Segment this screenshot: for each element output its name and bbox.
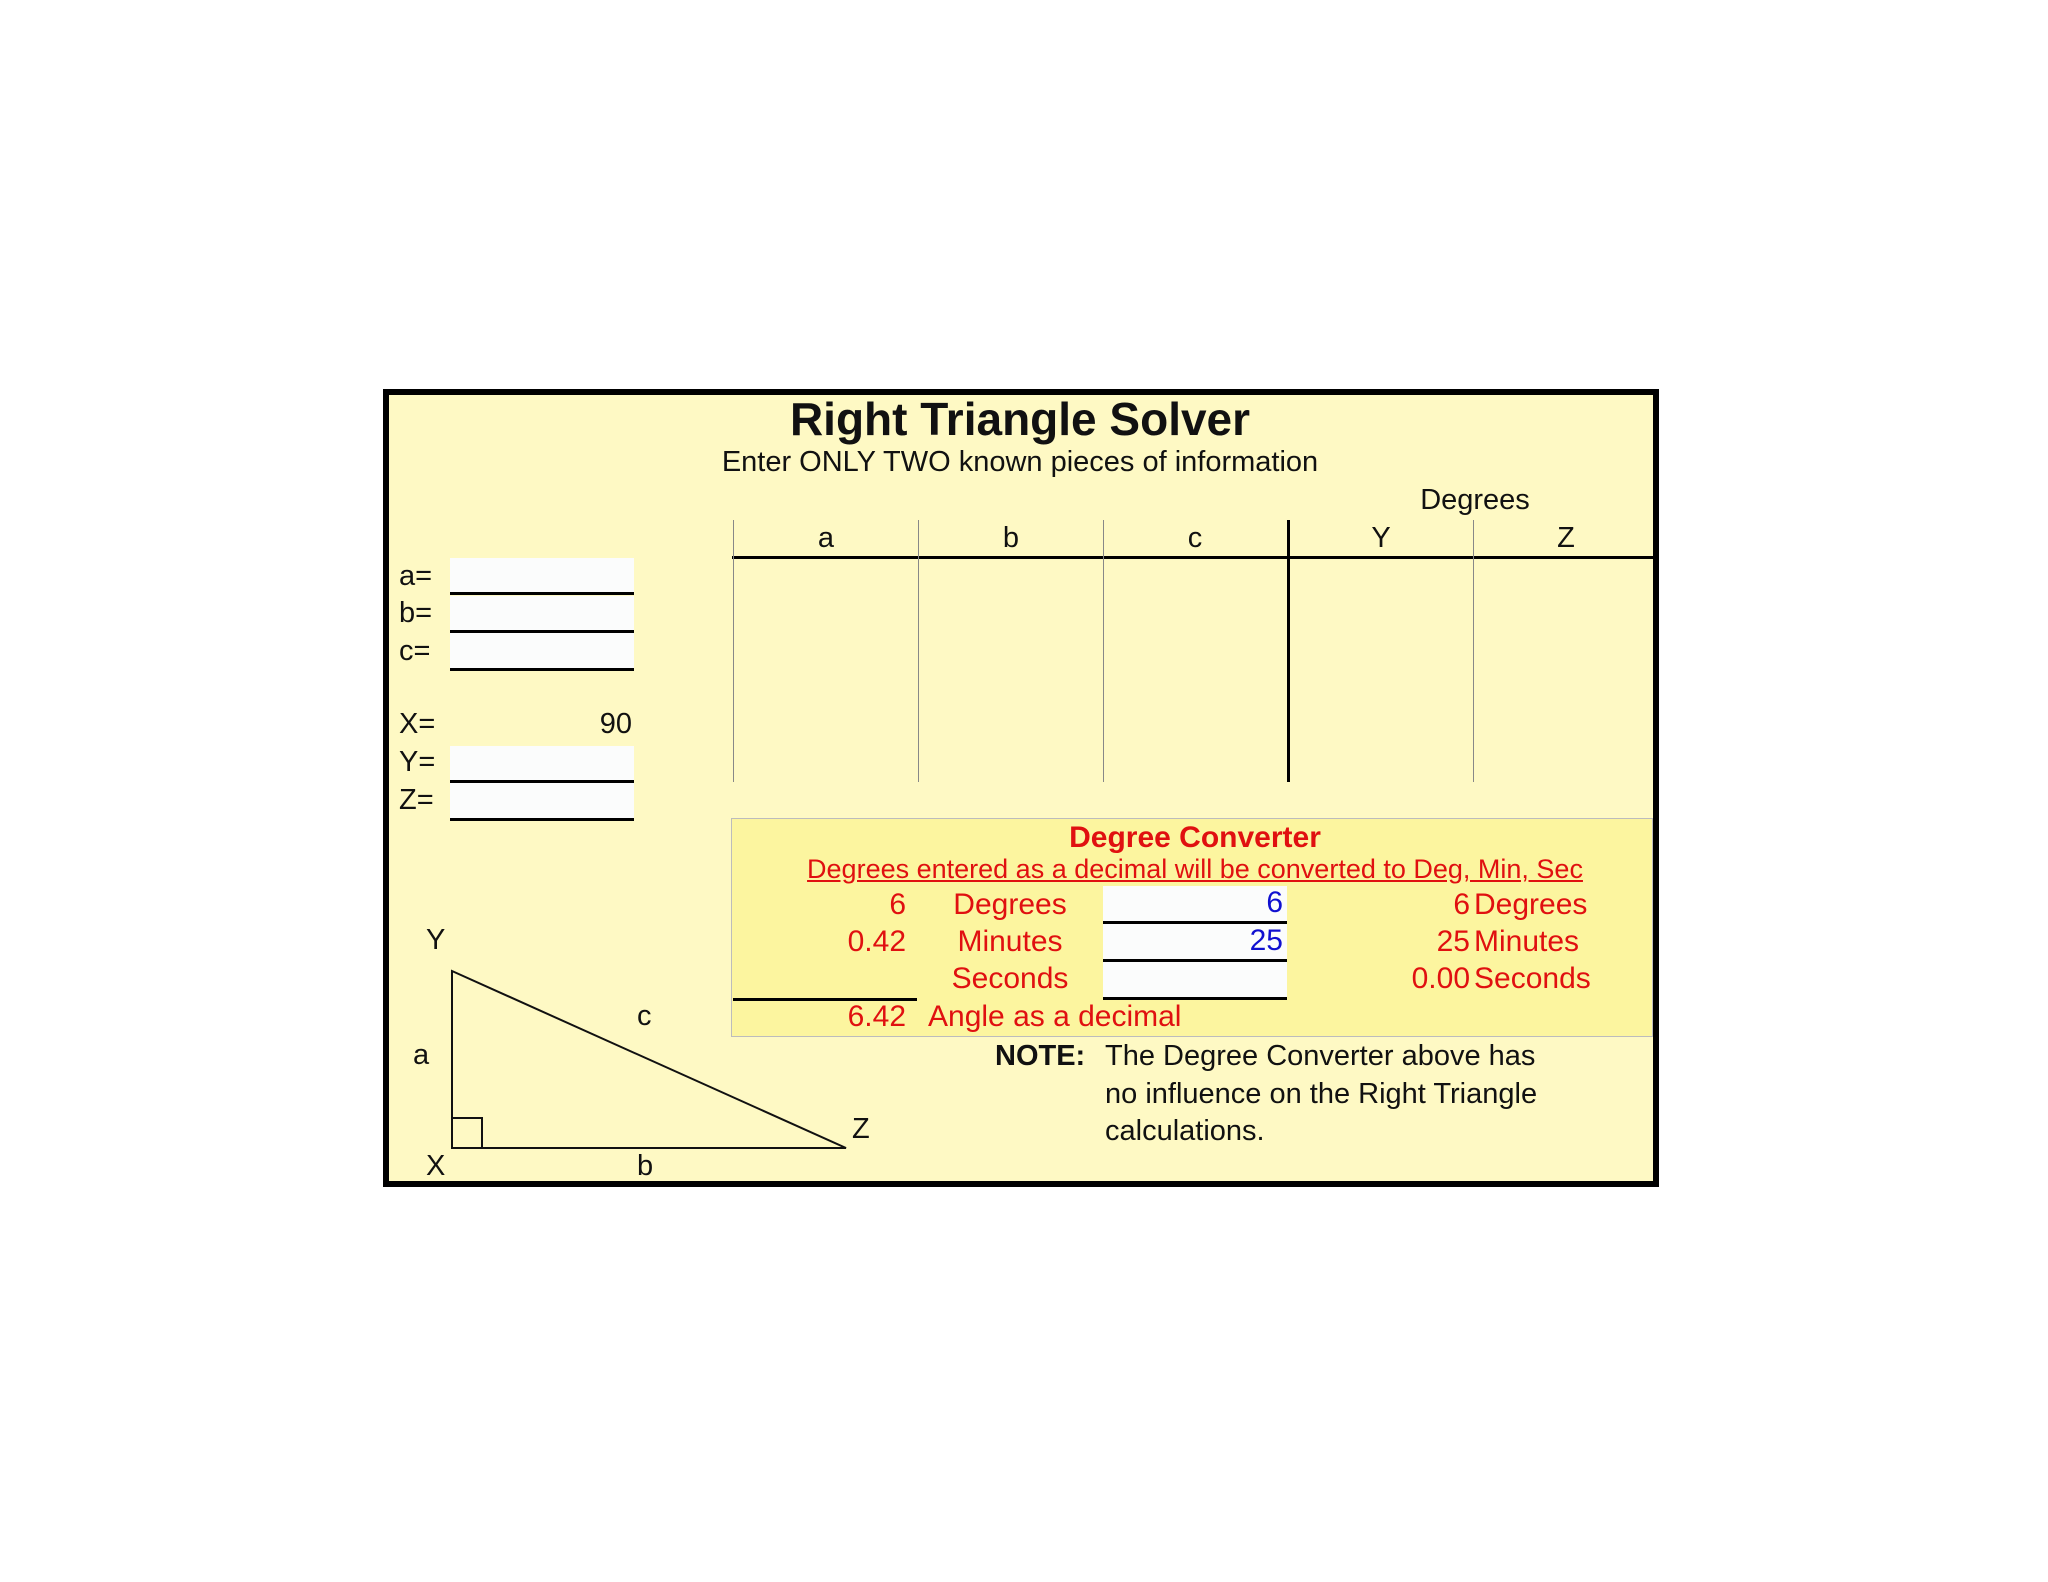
page-subtitle: Enter ONLY TWO known pieces of informati…: [721, 446, 1319, 478]
degrees-label: Degrees: [953, 888, 1067, 921]
col-header-b: b: [1002, 522, 1020, 554]
note-label: NOTE:: [995, 1040, 1086, 1072]
minutes-label: Minutes: [957, 925, 1063, 958]
converter-subtitle: Degrees entered as a decimal will be con…: [807, 854, 1583, 884]
vertex-z-label: Z: [852, 1113, 870, 1145]
col-header-z: Z: [1557, 522, 1575, 554]
y-input[interactable]: [450, 746, 634, 783]
c-label: c=: [399, 635, 431, 667]
col-header-a: a: [817, 522, 835, 554]
degrees-input[interactable]: 6: [1103, 886, 1287, 924]
b-input[interactable]: [450, 596, 634, 633]
converter-title: Degree Converter: [1069, 821, 1321, 854]
a-input[interactable]: [450, 558, 634, 595]
table-grid-line: [918, 520, 919, 782]
triangle-diagram: [451, 969, 847, 1149]
table-grid-line: [1473, 520, 1474, 782]
a-label: a=: [399, 560, 433, 592]
c-input[interactable]: [450, 633, 634, 671]
left-degrees-value: 6: [889, 888, 906, 921]
minutes-input[interactable]: 25: [1103, 924, 1287, 962]
page-title: Right Triangle Solver: [789, 393, 1251, 445]
table-divider: [1287, 520, 1290, 782]
out-minutes-value: 25: [1436, 925, 1470, 958]
side-c-label: c: [637, 1000, 652, 1032]
note-line-3: calculations.: [1105, 1115, 1265, 1147]
col-header-c: c: [1187, 522, 1203, 554]
z-input[interactable]: [450, 783, 634, 821]
decimal-rule: [733, 998, 917, 1001]
vertex-y-label: Y: [426, 924, 446, 956]
side-b-label: b: [637, 1150, 654, 1182]
note-line-2: no influence on the Right Triangle: [1105, 1078, 1538, 1110]
z-label: Z=: [399, 784, 434, 816]
seconds-label: Seconds: [951, 962, 1069, 995]
triangle-outline: [451, 969, 847, 1149]
out-degrees-label: Degrees: [1474, 888, 1588, 921]
degrees-header: Degrees: [1420, 484, 1530, 516]
table-header-rule: [732, 556, 1653, 559]
b-label: b=: [399, 597, 433, 629]
seconds-input[interactable]: [1103, 962, 1287, 1000]
note-line-1: The Degree Converter above has: [1105, 1040, 1536, 1072]
table-grid-line: [733, 520, 734, 782]
table-grid-line: [1103, 520, 1104, 782]
vertex-x-label: X: [426, 1150, 446, 1182]
y-label: Y=: [399, 746, 436, 778]
side-a-label: a: [413, 1039, 430, 1071]
out-degrees-value: 6: [1453, 888, 1470, 921]
out-minutes-label: Minutes: [1474, 925, 1580, 958]
right-angle-marker: [451, 1117, 483, 1149]
left-minutes-value: 0.42: [847, 925, 906, 958]
decimal-value: 6.42: [847, 1000, 906, 1033]
out-seconds-label: Seconds: [1474, 962, 1591, 995]
decimal-label: Angle as a decimal: [928, 1000, 1182, 1033]
col-header-y: Y: [1371, 522, 1391, 554]
out-seconds-value: 0.00: [1411, 962, 1470, 995]
x-value: 90: [599, 708, 632, 740]
x-label: X=: [399, 708, 436, 740]
